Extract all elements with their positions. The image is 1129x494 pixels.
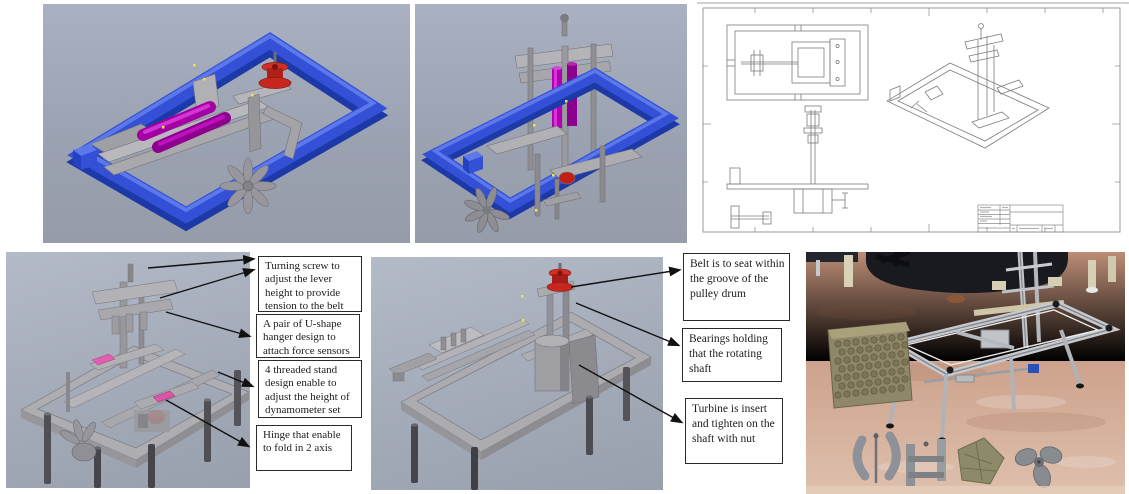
- annotation-box-turning-screw: Turning screw to adjust the lever height…: [258, 256, 362, 312]
- annotation-box-hinge: Hinge that enable to fold in 2 axis: [256, 425, 352, 471]
- chair-base: [875, 252, 911, 268]
- metal-frame: [886, 252, 1121, 443]
- drawing-sheet: [697, 0, 1129, 245]
- annotation-box-turbine: Turbine is insert and tighten on the sha…: [685, 398, 783, 464]
- cad-table-frame-icon: [388, 263, 652, 490]
- printed-turbine-parts: [852, 431, 1063, 489]
- savonius-rotor-1: [852, 431, 901, 484]
- annotation-box-u-shape-hanger: A pair of U-shape hanger design to attac…: [256, 314, 360, 358]
- h-rotor-2: [906, 439, 946, 486]
- blue-cube: [463, 151, 483, 174]
- constraint-dots: [533, 100, 568, 212]
- render-top-left: [43, 4, 410, 243]
- tower: [91, 263, 179, 369]
- front-view: [726, 105, 869, 229]
- annotation-box-threaded-stand: 4 threaded stand design enable to adjust…: [258, 360, 362, 418]
- pink-hinge-block: [152, 390, 176, 403]
- annotation-box-bearings: Bearings holding that the rotating shaft: [682, 328, 782, 382]
- blue-cube: [73, 144, 97, 170]
- background-furniture: [806, 252, 1116, 303]
- propeller-4: [1014, 446, 1063, 489]
- photo-prototype: [806, 252, 1125, 494]
- constraint-dots: [162, 64, 254, 129]
- red-pulley: [546, 263, 574, 292]
- title-block: [977, 204, 1064, 233]
- tower-structure: [514, 13, 614, 177]
- border-ticks: [703, 8, 1120, 232]
- blue-frame: [66, 32, 389, 232]
- magenta-cylinders: [137, 101, 231, 153]
- blue-clamp: [1028, 364, 1039, 373]
- prototype-photo-icon: [806, 252, 1125, 494]
- turbine-fan-icon: [464, 187, 510, 233]
- cad-assembly-iso-top-icon: [66, 32, 389, 232]
- cone-turbine-3: [957, 437, 1005, 485]
- technical-drawing-icon: [697, 2, 1129, 233]
- pink-sensor-block: [91, 353, 116, 366]
- tube-stack: [827, 321, 913, 409]
- constraint-dots: [521, 295, 525, 322]
- render-bottom-left: [6, 252, 250, 488]
- render-bottom-middle: [371, 257, 663, 490]
- annotated-render-left: Turning screw to adjust the lever height…: [0, 248, 366, 494]
- blue-frame: [421, 67, 680, 220]
- gray-platforms: [486, 125, 643, 220]
- turbine-fan-icon: [219, 157, 277, 215]
- annotation-box-belt: Belt is to seat within the groove of the…: [683, 253, 790, 321]
- turbine-fan-icon: [59, 419, 97, 462]
- isometric-view: [886, 23, 1050, 149]
- floor-stain: [947, 295, 965, 303]
- render-top-middle: [415, 4, 687, 243]
- cad-table-frame-icon: [20, 263, 250, 488]
- cad-assembly-iso-front-icon: [421, 13, 680, 233]
- motor-cylinder: [534, 334, 600, 405]
- annotated-render-middle: Belt is to seat within the groove of the…: [371, 245, 800, 494]
- red-pulley: [258, 52, 292, 89]
- plan-view: [726, 24, 869, 101]
